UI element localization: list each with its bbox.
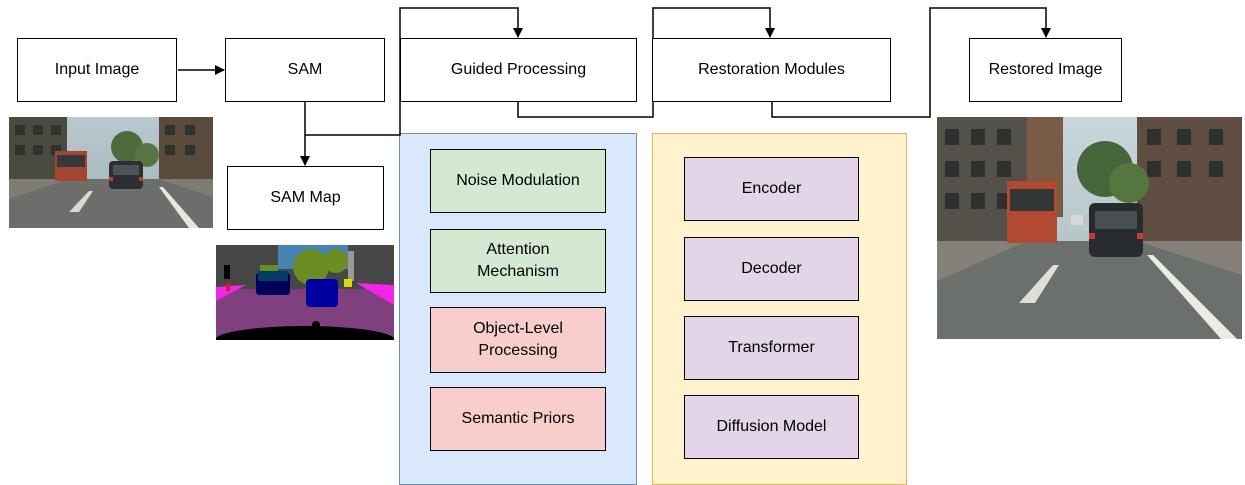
arrow-sam-to-guided [305, 7, 523, 136]
noise-modulation-box: Noise Modulation [430, 149, 606, 213]
restored-image-box: Restored Image [969, 38, 1122, 102]
encoder-box: Encoder [684, 157, 859, 221]
attention-mechanism-box: Attention Mechanism [430, 229, 606, 293]
degraded-street-photo [9, 117, 213, 228]
decoder-box: Decoder [684, 237, 859, 301]
sam-box: SAM [225, 38, 385, 102]
guided-processing-box: Guided Processing [400, 38, 637, 102]
transformer-box: Transformer [684, 316, 859, 380]
diffusion-model-box: Diffusion Model [684, 395, 859, 459]
restoration-modules-box: Restoration Modules [652, 38, 891, 102]
sam-map-box: SAM Map [227, 166, 384, 230]
object-level-processing-box: Object-Level Processing [430, 307, 606, 373]
arrow-restoration-to-restored [771, 7, 1051, 118]
semantic-priors-box: Semantic Priors [430, 387, 606, 451]
segmentation-map [216, 245, 394, 340]
restored-street-photo [937, 117, 1242, 339]
input-image-box: Input Image [17, 38, 177, 102]
